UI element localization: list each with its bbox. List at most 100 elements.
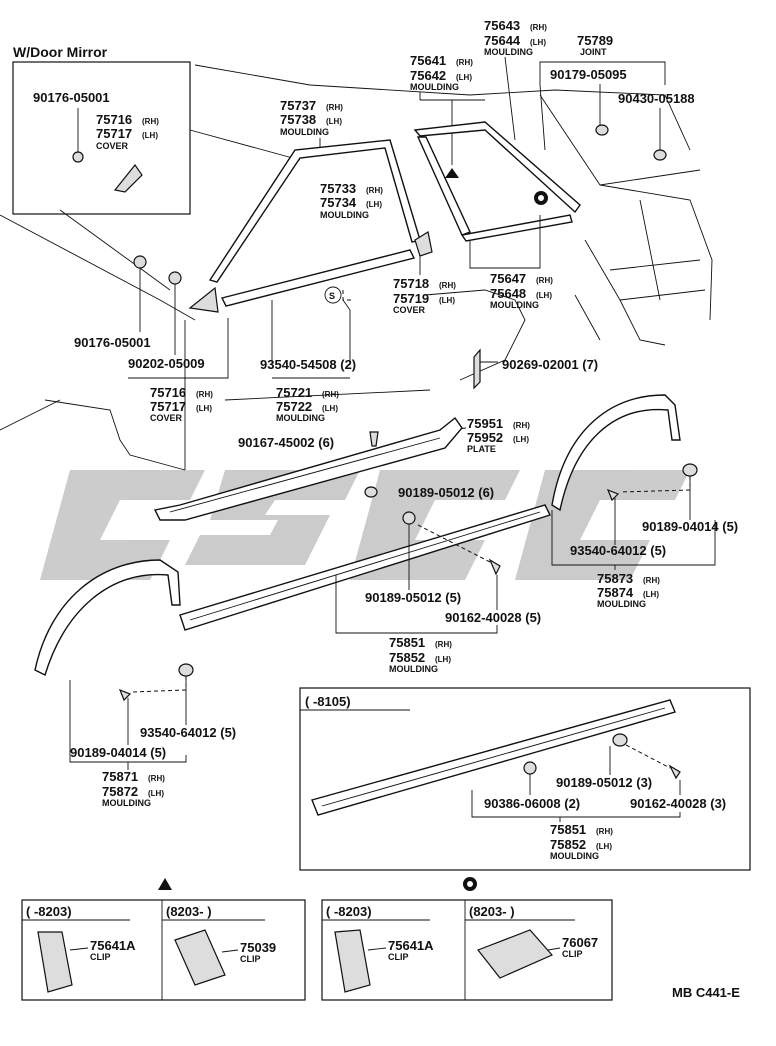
label-93540-54508: 93540-54508 (2)	[260, 357, 356, 372]
svg-text:MOULDING: MOULDING	[490, 300, 539, 310]
label-b1-range: ( -8203)	[26, 904, 72, 919]
svg-text:(RH): (RH)	[435, 640, 452, 649]
label-90189-04014-rear: 90189-04014 (5)	[642, 519, 738, 534]
screw-90162-old	[668, 764, 681, 780]
clip-93540-front	[178, 663, 194, 677]
label-75874: 75874	[597, 585, 634, 600]
svg-text:(LH): (LH)	[435, 655, 451, 664]
svg-text:(LH): (LH)	[643, 590, 659, 599]
svg-text:COVER: COVER	[393, 305, 426, 315]
screw-90167	[369, 431, 379, 447]
clip-90189-05012-old	[612, 733, 628, 747]
label-90162-40028-5: 90162-40028 (5)	[445, 610, 541, 625]
label-75852: 75852	[389, 650, 425, 665]
label-75851: 75851	[389, 635, 425, 650]
reference-code: MB C441-E	[672, 985, 740, 1000]
svg-text:(RH): (RH)	[643, 576, 660, 585]
svg-text:(LH): (LH)	[439, 296, 455, 305]
screw-90162	[488, 558, 501, 576]
label-b1-part: 75641A	[90, 938, 136, 953]
svg-text:COVER: COVER	[150, 413, 183, 423]
svg-text:JOINT: JOINT	[580, 47, 607, 57]
clip-93540-rear	[682, 463, 698, 477]
moulding-75643	[413, 121, 581, 214]
svg-text:(LH): (LH)	[530, 38, 546, 47]
svg-text:MOULDING: MOULDING	[280, 127, 329, 137]
triangle-marker	[445, 168, 459, 178]
svg-text:MOULDING: MOULDING	[597, 599, 646, 609]
svg-text:(LH): (LH)	[148, 789, 164, 798]
svg-text:(LH): (LH)	[536, 291, 552, 300]
svg-text:(LH): (LH)	[326, 117, 342, 126]
moulding-75737	[208, 139, 421, 283]
label-93540-64012-rear: 93540-64012 (5)	[570, 543, 666, 558]
moulding-75647	[460, 214, 573, 242]
label-90189-05012-5: 90189-05012 (5)	[365, 590, 461, 605]
label-75722: 75722	[276, 399, 312, 414]
label-75789: 75789	[577, 33, 613, 48]
svg-text:CLIP: CLIP	[90, 952, 111, 962]
svg-text:S: S	[329, 291, 335, 301]
svg-text:(LH): (LH)	[366, 200, 382, 209]
car-body-outline	[0, 64, 713, 471]
label-b4-range: (8203- )	[469, 904, 515, 919]
svg-text:MOULDING: MOULDING	[484, 47, 533, 57]
label-90162-40028-3: 90162-40028 (3)	[630, 796, 726, 811]
moulding-75873	[551, 394, 681, 512]
label-75738: 75738	[280, 112, 316, 127]
svg-text:MOULDING: MOULDING	[102, 798, 151, 808]
label-75716: 75716	[150, 385, 186, 400]
clip-90189-05012	[402, 511, 416, 525]
mirror-cover-part	[113, 163, 143, 193]
clip-75641a-a	[37, 931, 73, 993]
label-75733: 75733	[320, 181, 356, 196]
svg-text:(RH): (RH)	[439, 281, 456, 290]
range-box-8105	[299, 687, 751, 871]
svg-text:CLIP: CLIP	[562, 949, 583, 959]
label-75851-old: 75851	[550, 822, 586, 837]
svg-text:(LH): (LH)	[596, 842, 612, 851]
svg-text:(LH): (LH)	[142, 131, 158, 140]
label-75642: 75642	[410, 68, 446, 83]
label-75721: 75721	[276, 385, 312, 400]
cover-75718	[414, 231, 433, 257]
svg-text:(RH): (RH)	[142, 117, 159, 126]
svg-text:(RH): (RH)	[322, 390, 339, 399]
svg-text:(RH): (RH)	[596, 827, 613, 836]
svg-text:(RH): (RH)	[456, 58, 473, 67]
moulding-75641	[416, 136, 471, 236]
s-marker	[324, 286, 342, 304]
svg-text:CLIP: CLIP	[240, 954, 261, 964]
label-75737: 75737	[280, 98, 316, 113]
door-mirror-inset	[12, 61, 191, 215]
label-90189-04014-front: 90189-04014 (5)	[70, 745, 166, 760]
label-b4-part: 76067	[562, 935, 598, 950]
label-90269-02001: 90269-02001 (7)	[502, 357, 598, 372]
moulding-75871	[34, 559, 181, 676]
label-93540-64012-front: 93540-64012 (5)	[140, 725, 236, 740]
svg-text:MOULDING: MOULDING	[320, 210, 369, 220]
cover-75716	[188, 286, 219, 313]
svg-text:CLIP: CLIP	[388, 952, 409, 962]
clip-90386	[523, 761, 537, 775]
svg-text:COVER: COVER	[96, 141, 129, 151]
label-75641: 75641	[410, 53, 446, 68]
label-90176-05001: 90176-05001	[74, 335, 151, 350]
svg-text:(RH): (RH)	[366, 186, 383, 195]
clip-box-triangle	[21, 899, 306, 1001]
svg-text:(RH): (RH)	[148, 774, 165, 783]
svg-text:MOULDING: MOULDING	[389, 664, 438, 674]
label-75717: 75717	[150, 399, 186, 414]
label-75873: 75873	[597, 571, 633, 586]
svg-text:(RH): (RH)	[536, 276, 553, 285]
nut-90189-05012	[364, 486, 378, 498]
label-range-8105: ( -8105)	[305, 694, 351, 709]
label-b3-range: ( -8203)	[326, 904, 372, 919]
svg-text:(RH): (RH)	[196, 390, 213, 399]
moulding-75721	[220, 249, 416, 307]
moulding-75851-old	[311, 699, 676, 816]
svg-text:(LH): (LH)	[196, 404, 212, 413]
label-75951: 75951	[467, 416, 503, 431]
label-75647: 75647	[490, 271, 526, 286]
screw-90189-front	[118, 688, 132, 702]
